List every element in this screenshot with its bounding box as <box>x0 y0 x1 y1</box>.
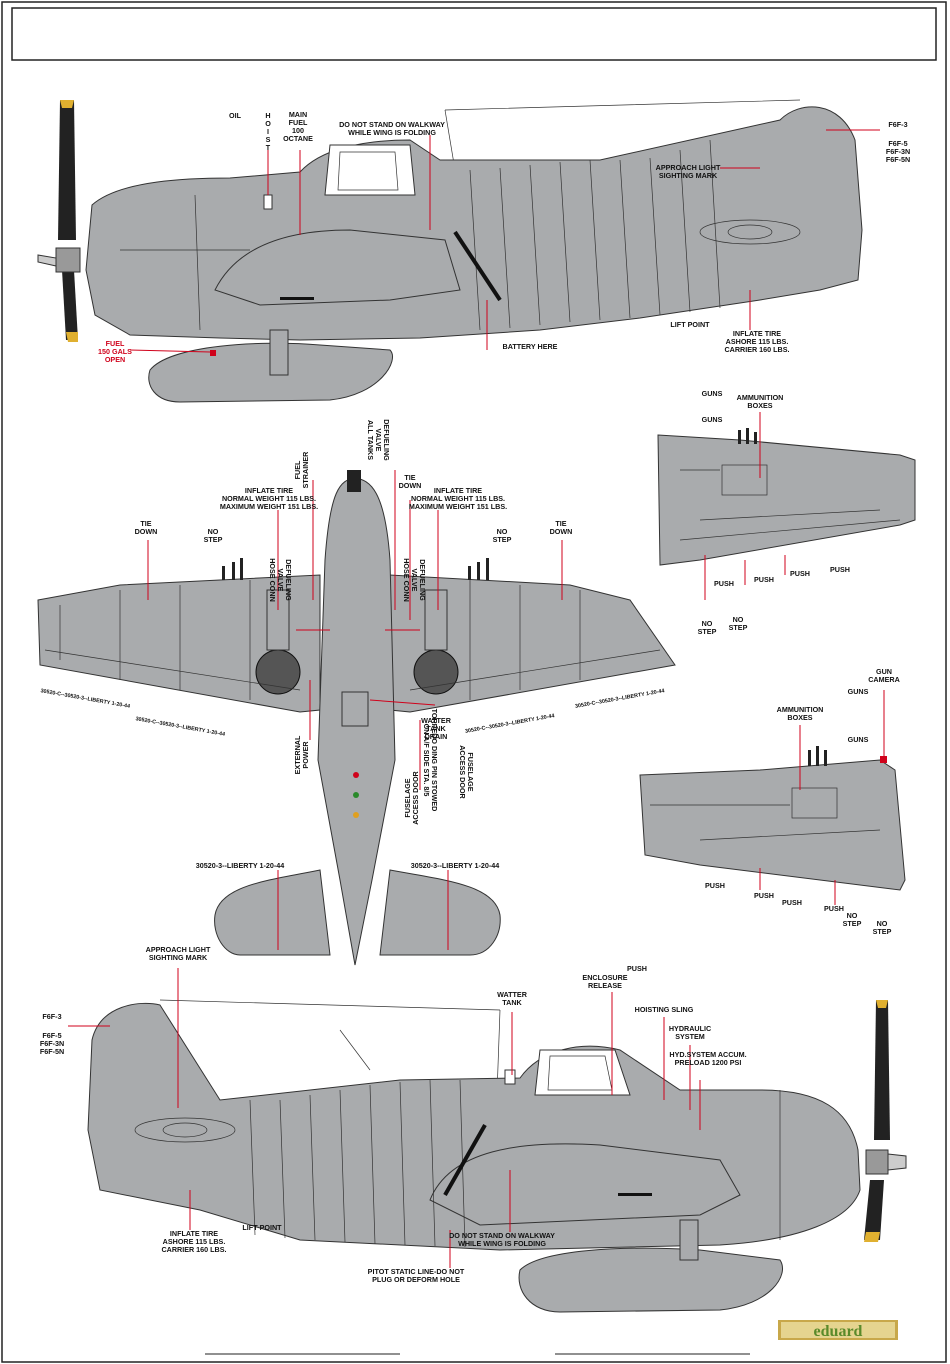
label-push-6: PUSH <box>754 891 774 900</box>
label-stencil-wing-4: 30520-C--30520-3--LIBERTY 1-20-44 <box>575 688 665 710</box>
label-stencil-wing-3: 30520-C--30520-3--LIBERTY 1-20-44 <box>465 713 555 735</box>
label-battery: BATTERY HERE <box>503 342 558 351</box>
title-box <box>11 7 937 61</box>
label-defueling-hose-right: DEFUELINGVALVEHOSE CONN <box>402 558 427 602</box>
label-hyd-accum: HYD.SYSTEM ACCUM.PRELOAD 1200 PSI <box>669 1050 746 1067</box>
label-push-2: PUSH <box>754 575 774 584</box>
label-push-top: PUSH <box>627 964 647 973</box>
wing-detail-1 <box>657 428 916 566</box>
label-torpedo: TORPEDO DING PIN STOWEDON A/F SIDE STA. … <box>422 709 439 812</box>
side-view-right <box>87 999 907 1313</box>
logo-text: eduard <box>814 1323 863 1340</box>
label-lift-point-bottom: LIFT POINT <box>242 1223 282 1232</box>
label-fuselage-door-left: FUSELAGEACCESS DOOR <box>403 770 420 824</box>
label-push-7: PUSH <box>782 898 802 907</box>
callouts-side-bottom <box>68 968 701 1268</box>
callouts-wing-1 <box>704 412 786 600</box>
label-fuel-strainer: FUELSTRAINER <box>293 451 310 489</box>
label-external-power: EXTERNALPOWER <box>293 735 310 774</box>
label-push-8: PUSH <box>824 904 844 913</box>
label-stencil-tail-right: 30520-3--LIBERTY 1-20-44 <box>411 861 500 870</box>
label-oil: OIL <box>229 111 242 120</box>
label-guns-4: GUNS <box>848 735 869 744</box>
plan-view <box>37 470 676 966</box>
label-push-4: PUSH <box>830 565 850 574</box>
label-guns-3: GUNS <box>848 687 869 696</box>
label-defueling-all: DEFUELINGVALVEALL TANKS <box>366 419 391 461</box>
label-push-5: PUSH <box>705 881 725 890</box>
wing-detail-2 <box>639 746 906 891</box>
label-push-1: PUSH <box>714 579 734 588</box>
label-guns-1: GUNS <box>702 389 723 398</box>
label-defueling-hose-left: DEFUELINGVALVEHOSE CONN <box>268 558 293 602</box>
side-view-left <box>37 99 863 403</box>
label-fuselage-door-right: FUSELAGEACCESS DOOR <box>458 745 475 799</box>
label-push-3: PUSH <box>790 569 810 578</box>
label-f6f3-top: F6F-3 <box>888 120 907 129</box>
eduard-logo: eduard <box>778 1320 898 1340</box>
label-hoisting-sling: HOISTING SLING <box>635 1005 694 1014</box>
label-f6f3-bottom: F6F-3 <box>42 1012 61 1021</box>
callouts-plan <box>147 470 563 950</box>
label-stencil-wing-1: 30520-C--30520-3--LIBERTY 1-20-44 <box>40 688 130 710</box>
callouts-wing-2 <box>759 690 885 905</box>
label-guns-2: GUNS <box>702 415 723 424</box>
label-stencil-tail-left: 30520-3--LIBERTY 1-20-44 <box>196 861 285 870</box>
label-stencil-wing-2: 30520-C--30520-3--LIBERTY 1-20-44 <box>135 716 225 738</box>
callouts-side-top <box>129 129 880 353</box>
label-lift-point-top: LIFT POINT <box>670 320 710 329</box>
